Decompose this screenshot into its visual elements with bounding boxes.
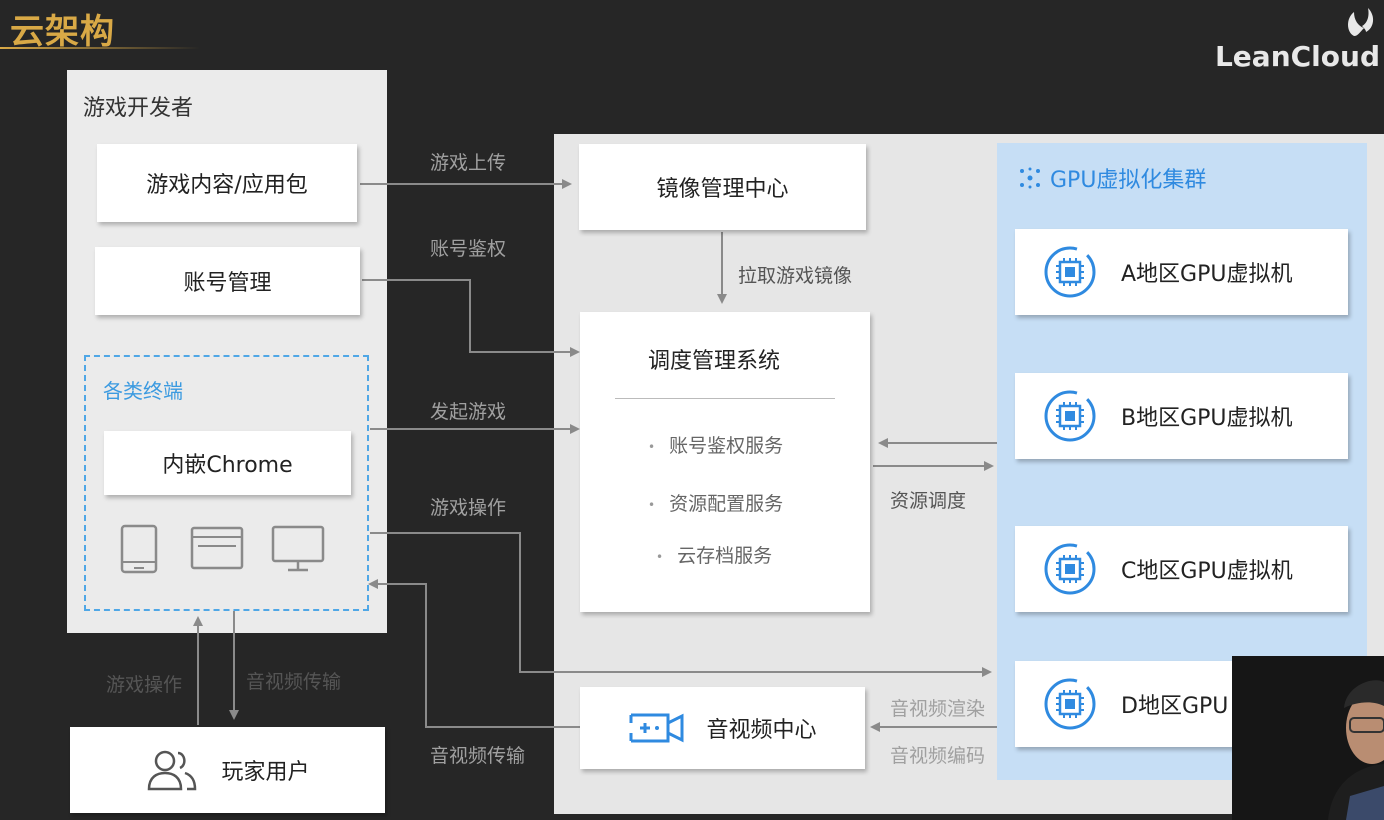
- speaker-video-inset: [1232, 656, 1384, 820]
- gpu-vm-label: B地区GPU虚拟机: [1121, 406, 1293, 431]
- gpu-cluster-title: GPU虚拟化集群: [1018, 162, 1206, 194]
- title-underline: [0, 47, 200, 49]
- av-center-label: 音视频中心: [706, 718, 817, 743]
- av-render-label: 音视频渲染: [890, 698, 986, 720]
- scheduler-title: 调度管理系统: [648, 349, 781, 374]
- gpu-chip-icon: [1044, 390, 1096, 442]
- users-icon: [148, 750, 197, 791]
- gpu-vm-label: A地区GPU虚拟机: [1121, 262, 1293, 287]
- speaker-silhouette-icon: [1232, 656, 1384, 820]
- terminals-group: [84, 355, 369, 611]
- scheduler-service: •资源配置服务: [648, 493, 784, 515]
- account-auth-label: 账号鉴权: [430, 238, 507, 260]
- gpu-vm-card: B地区GPU虚拟机: [1015, 373, 1348, 459]
- resource-dispatch-label: 资源调度: [890, 490, 967, 512]
- av-transfer-label: 音视频传输: [430, 745, 526, 767]
- edge-av-transfer: [368, 579, 580, 728]
- leancloud-logo-icon: [1348, 8, 1374, 36]
- player-operation-label: 游戏操作: [106, 674, 183, 696]
- cluster-nodes-icon: [1020, 167, 1040, 189]
- developer-title: 游戏开发者: [83, 96, 194, 121]
- browser-window-icon: [190, 526, 244, 570]
- desktop-monitor-icon: [271, 525, 325, 572]
- gpu-vm-label: C地区GPU虚拟机: [1121, 559, 1293, 584]
- player-label: 玩家用户: [221, 760, 310, 785]
- gpu-chip-icon: [1044, 543, 1096, 595]
- edge-account-auth: [362, 279, 580, 357]
- av-encode-label: 音视频编码: [890, 745, 986, 767]
- gpu-cluster-title-text: GPU虚拟化集群: [1050, 168, 1207, 193]
- edge-game-operation: [370, 532, 992, 677]
- scheduler-service: •云存档服务: [656, 545, 773, 567]
- scheduler-service: •账号鉴权服务: [648, 435, 784, 457]
- launch-game-label: 发起游戏: [430, 401, 507, 423]
- terminals-title: 各类终端: [103, 379, 183, 403]
- player-av-transfer-label: 音视频传输: [246, 671, 342, 693]
- pull-image-label: 拉取游戏镜像: [738, 265, 853, 287]
- gpu-vm-card: C地区GPU虚拟机: [1015, 526, 1348, 612]
- brand-name: LeanCloud: [1214, 40, 1380, 73]
- gpu-vm-card: A地区GPU虚拟机: [1015, 229, 1348, 315]
- player-box: 玩家用户: [70, 727, 385, 813]
- scheduler-box: [580, 312, 870, 612]
- game-operation-label: 游戏操作: [430, 497, 507, 519]
- gpu-chip-icon: [1044, 678, 1096, 730]
- page-title: 云架构: [10, 12, 115, 52]
- account-management-box: 账号管理: [95, 247, 360, 315]
- gpu-vm-label: D地区GPU: [1121, 694, 1229, 719]
- video-camera-icon: [629, 713, 684, 743]
- av-center-box: 音视频中心: [580, 687, 865, 769]
- game-upload-label: 游戏上传: [430, 152, 507, 174]
- embedded-chrome-box: 内嵌Chrome: [104, 431, 351, 495]
- tablet-icon: [120, 524, 158, 574]
- gpu-chip-icon: [1044, 246, 1096, 298]
- scheduler-divider: [615, 398, 835, 399]
- image-center-box: 镜像管理中心: [579, 144, 866, 230]
- content-package-box: 游戏内容/应用包: [97, 144, 357, 222]
